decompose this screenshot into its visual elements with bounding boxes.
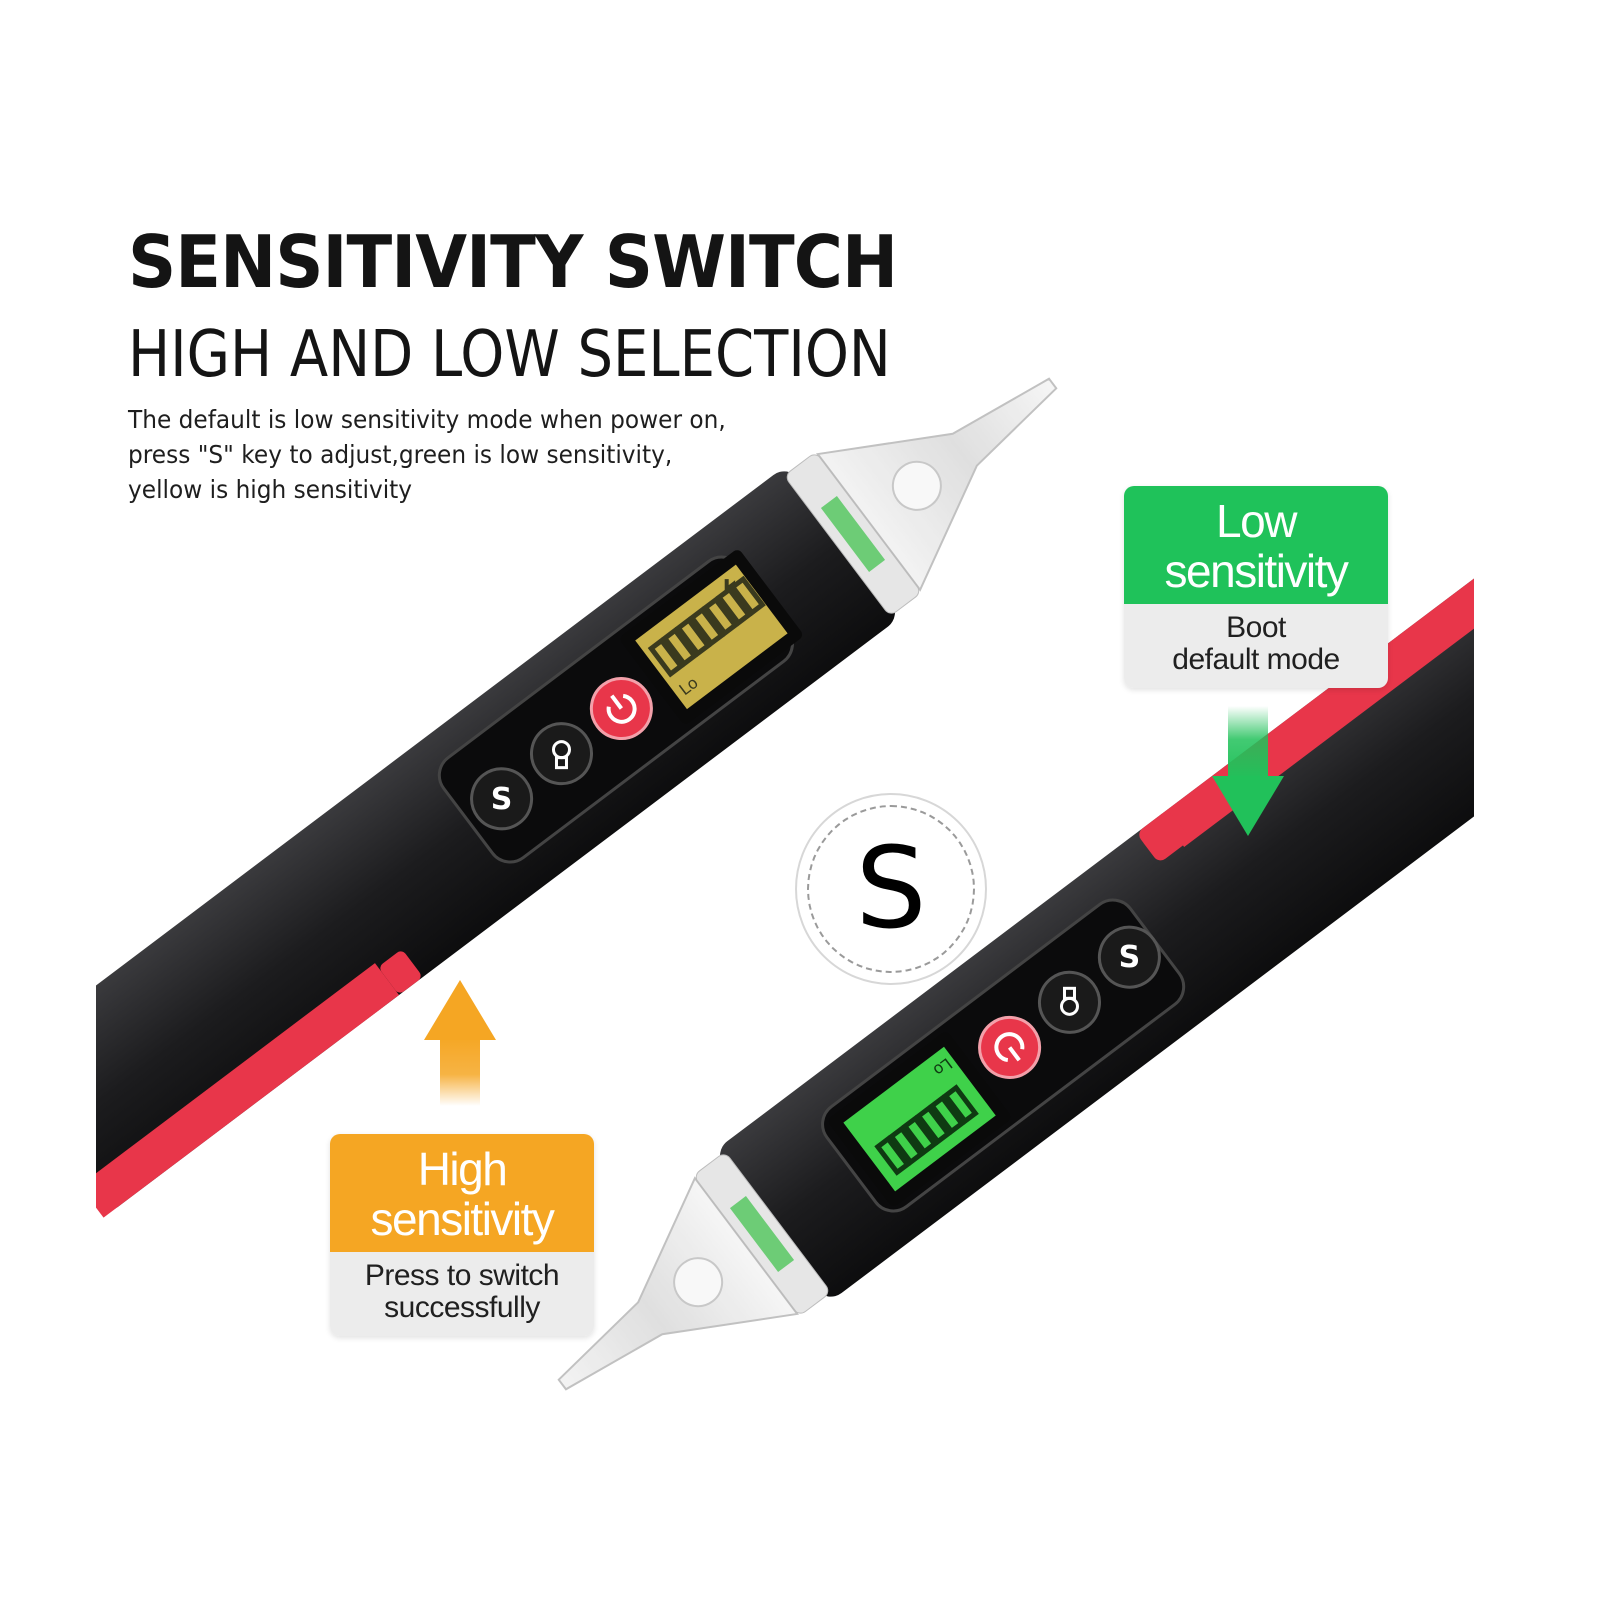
- s-badge-letter: S: [855, 824, 927, 954]
- power-icon: [994, 1032, 1025, 1063]
- card-title-line: Low: [1216, 495, 1297, 547]
- s-button-top[interactable]: S: [460, 757, 544, 841]
- card-sub-line: default mode: [1172, 643, 1340, 676]
- power-icon: [606, 693, 637, 724]
- description: The default is low sensitivity mode when…: [128, 402, 760, 507]
- card-title-line: High: [417, 1143, 508, 1195]
- s-button-bottom[interactable]: S: [1087, 915, 1171, 999]
- card-sub-line: Press to switch: [364, 1259, 560, 1292]
- power-button-bottom[interactable]: [968, 1005, 1052, 1089]
- svg-text:S: S: [1119, 940, 1141, 975]
- high-sensitivity-card: High sensitivity Press to switch success…: [330, 1134, 594, 1336]
- card-title-line: sensitivity: [370, 1193, 555, 1245]
- page-title: SENSITIVITY SWITCH: [128, 220, 898, 304]
- svg-text:S: S: [491, 782, 513, 817]
- description-line: The default is low sensitivity mode when…: [128, 405, 726, 434]
- low-sensitivity-title: Low sensitivity: [1124, 486, 1388, 604]
- flashlight-button-bottom[interactable]: [1027, 960, 1111, 1044]
- flashlight-button-top[interactable]: [519, 712, 603, 796]
- pen-top: Lo S: [0, 377, 1058, 1218]
- description-line: yellow is high sensitivity: [128, 475, 413, 504]
- description-line: press "S" key to adjust,green is low sen…: [128, 440, 673, 469]
- card-sub-line: Boot: [1226, 611, 1286, 644]
- high-sensitivity-title: High sensitivity: [330, 1134, 594, 1252]
- flashlight-icon: [551, 740, 571, 770]
- up-arrow-icon: [424, 980, 496, 1106]
- lcd-display-bottom: Lo: [828, 1032, 1011, 1206]
- down-arrow-icon: [1212, 706, 1284, 836]
- flashlight-icon: [1059, 986, 1079, 1016]
- low-sensitivity-subtitle: Boot default mode: [1124, 604, 1388, 688]
- s-badge-dashed-ring: [807, 805, 975, 973]
- lcd-display-top: Lo: [620, 550, 803, 724]
- page-subtitle: HIGH AND LOW SELECTION: [128, 318, 891, 392]
- card-sub-line: successfully: [384, 1291, 540, 1324]
- card-title-line: sensitivity: [1164, 545, 1349, 597]
- power-button-top[interactable]: [579, 666, 663, 750]
- s-key-badge: S: [795, 793, 987, 985]
- high-sensitivity-subtitle: Press to switch successfully: [330, 1252, 594, 1336]
- low-sensitivity-card: Low sensitivity Boot default mode: [1124, 486, 1388, 688]
